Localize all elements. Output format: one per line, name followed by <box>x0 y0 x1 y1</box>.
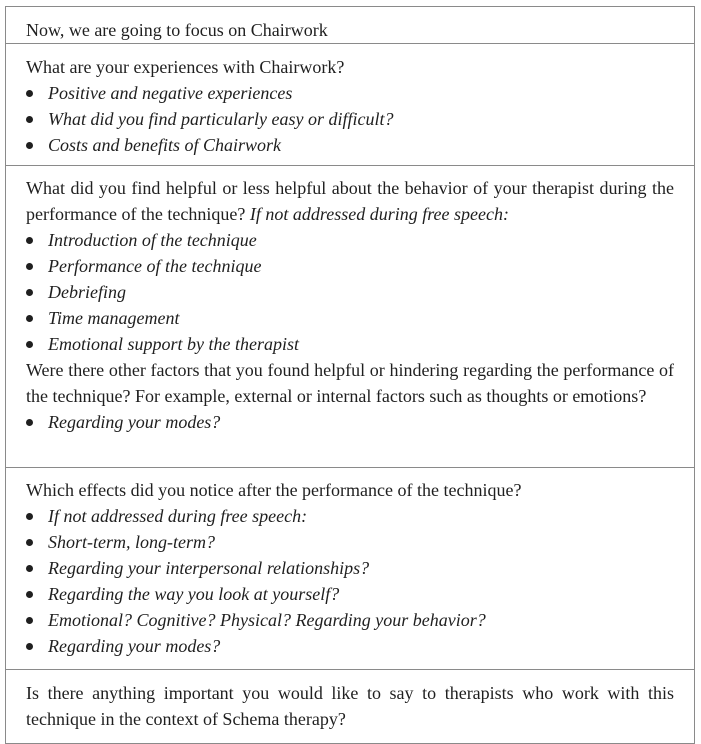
question-paragraph: What did you find helpful or less helpfu… <box>26 175 674 227</box>
list-item-text: Debriefing <box>48 282 126 302</box>
bullet-icon <box>26 341 33 348</box>
bullet-icon <box>26 591 33 598</box>
list-item-text: Emotional support by the therapist <box>48 334 299 354</box>
list-item-text: If not addressed during free speech: <box>48 506 308 526</box>
bullet-icon <box>26 142 33 149</box>
list-item: Regarding your modes? <box>26 633 674 659</box>
question-note: If not addressed during free speech: <box>249 204 510 224</box>
table-cell: What are your experiences with Chairwork… <box>5 43 695 166</box>
list-item-text: Short-term, long-term? <box>48 532 215 552</box>
question-text: Which effects did you notice after the p… <box>26 480 522 500</box>
list-item: Regarding your interpersonal relationshi… <box>26 555 674 581</box>
list-item: Emotional support by the therapist <box>26 331 674 357</box>
bullet-icon <box>26 90 33 97</box>
question-text: Is there anything important you would li… <box>26 683 674 729</box>
table-cell: Now, we are going to focus on Chairwork <box>5 6 695 44</box>
bullet-icon <box>26 643 33 650</box>
intro-text: Now, we are going to focus on Chairwork <box>26 20 328 40</box>
table-cell: Which effects did you notice after the p… <box>5 467 695 670</box>
list-item: What did you find particularly easy or d… <box>26 106 674 132</box>
list-item: Debriefing <box>26 279 674 305</box>
bullet-icon <box>26 263 33 270</box>
table-row: Is there anything important you would li… <box>5 669 695 744</box>
bullet-icon <box>26 289 33 296</box>
table-cell: What did you find helpful or less helpfu… <box>5 165 695 468</box>
list-item: Costs and benefits of Chairwork <box>26 132 674 158</box>
bullet-icon <box>26 116 33 123</box>
bullet-icon <box>26 315 33 322</box>
question-text: What did you find helpful or less helpfu… <box>26 178 674 224</box>
list-item: Emotional? Cognitive? Physical? Regardin… <box>26 607 674 633</box>
list-item-text: Regarding your modes? <box>48 412 221 432</box>
bullet-list: Positive and negative experiences What d… <box>26 80 674 158</box>
list-item: Short-term, long-term? <box>26 529 674 555</box>
bullet-icon <box>26 565 33 572</box>
bullet-list: Introduction of the technique Performanc… <box>26 227 674 357</box>
list-item: Regarding the way you look at yourself? <box>26 581 674 607</box>
table-row: What did you find helpful or less helpfu… <box>5 165 695 468</box>
list-item: Time management <box>26 305 674 331</box>
list-item-text: What did you find particularly easy or d… <box>48 109 394 129</box>
table-row: Which effects did you notice after the p… <box>5 467 695 670</box>
bullet-icon <box>26 617 33 624</box>
bullet-icon <box>26 237 33 244</box>
list-item: If not addressed during free speech: <box>26 503 674 529</box>
list-item: Performance of the technique <box>26 253 674 279</box>
bullet-icon <box>26 539 33 546</box>
table-row: Now, we are going to focus on Chairwork <box>5 6 695 44</box>
bullet-list: If not addressed during free speech: Sho… <box>26 503 674 659</box>
list-item-text: Regarding your modes? <box>48 636 221 656</box>
list-item-text: Regarding the way you look at yourself? <box>48 584 340 604</box>
list-item-text: Positive and negative experiences <box>48 83 293 103</box>
table-row: What are your experiences with Chairwork… <box>5 43 695 166</box>
bullet-list: Regarding your modes? <box>26 409 674 435</box>
list-item-text: Regarding your interpersonal relationshi… <box>48 558 370 578</box>
followup-question: Were there other factors that you found … <box>26 360 674 406</box>
question-text: What are your experiences with Chairwork… <box>26 57 345 77</box>
list-item: Introduction of the technique <box>26 227 674 253</box>
list-item-text: Costs and benefits of Chairwork <box>48 135 282 155</box>
list-item-text: Performance of the technique <box>48 256 262 276</box>
list-item-text: Introduction of the technique <box>48 230 257 250</box>
table-cell: Is there anything important you would li… <box>5 669 695 744</box>
interview-guide-table: Now, we are going to focus on Chairwork … <box>5 6 695 744</box>
list-item-text: Emotional? Cognitive? Physical? Regardin… <box>48 610 486 630</box>
list-item: Positive and negative experiences <box>26 80 674 106</box>
list-item: Regarding your modes? <box>26 409 674 435</box>
bullet-icon <box>26 419 33 426</box>
bullet-icon <box>26 513 33 520</box>
list-item-text: Time management <box>48 308 180 328</box>
